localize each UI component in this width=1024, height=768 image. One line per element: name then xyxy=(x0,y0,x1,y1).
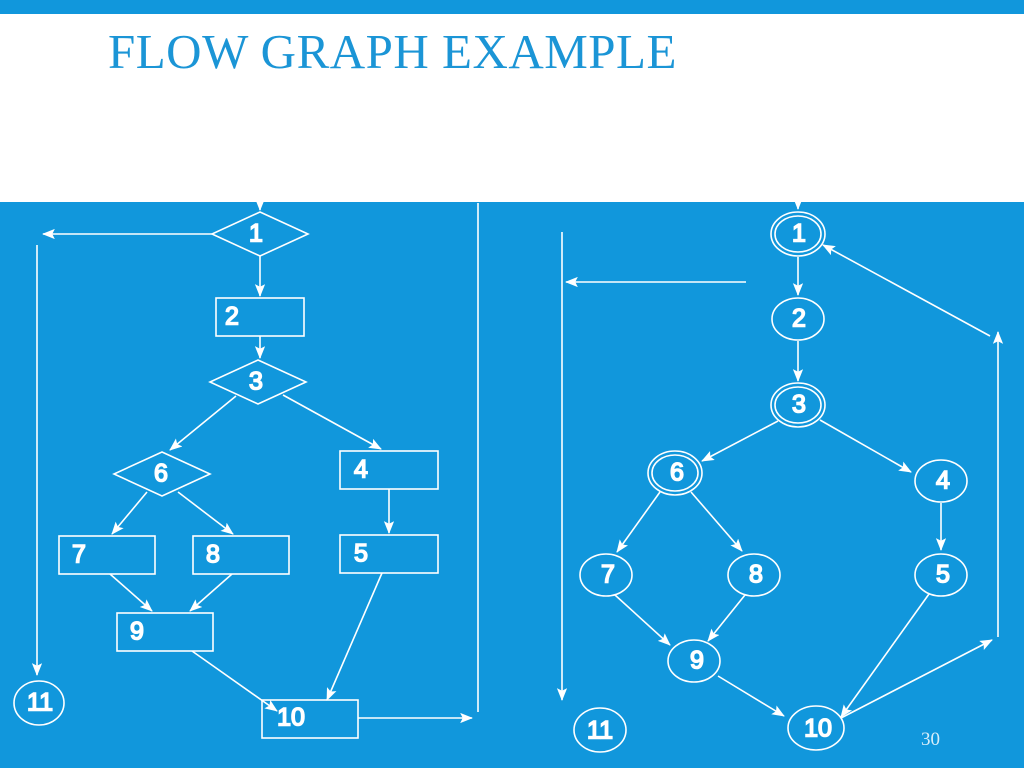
g-node-8[interactable]: 8 xyxy=(727,553,781,597)
g-edge-8-9 xyxy=(707,594,746,642)
page-number: 30 xyxy=(921,729,940,750)
g-edge-3-6 xyxy=(701,420,779,462)
g-edge-riser-to-1 xyxy=(822,244,991,337)
node-6[interactable]: 6 xyxy=(112,451,212,497)
edge-8-9 xyxy=(189,573,233,612)
node-4-label: 4 xyxy=(354,456,368,484)
page-title: FLOW GRAPH EXAMPLE xyxy=(108,24,677,79)
node-5-label: 5 xyxy=(354,540,368,568)
g-edge-6-7 xyxy=(616,491,661,553)
g-node-6-label: 6 xyxy=(670,459,684,487)
g-node-10-label: 10 xyxy=(804,715,832,743)
flowchart-edges xyxy=(31,160,473,724)
node-2[interactable]: 2 xyxy=(215,297,305,337)
g-node-3[interactable]: 3 xyxy=(770,382,826,428)
g-edge-5-10 xyxy=(840,593,930,718)
node-1[interactable]: 1 xyxy=(210,211,310,257)
g-node-8-label: 8 xyxy=(749,561,763,589)
node-9-label: 9 xyxy=(130,618,144,646)
edge-6-7 xyxy=(111,491,148,535)
g-node-3-label: 3 xyxy=(792,391,806,419)
edge-7-9 xyxy=(109,573,153,612)
edge-3-4 xyxy=(282,394,382,450)
g-node-4[interactable]: 4 xyxy=(914,459,968,503)
node-6-label: 6 xyxy=(154,460,168,488)
flowchart-nodes: 1 2 3 4 5 xyxy=(13,211,439,739)
g-node-2[interactable]: 2 xyxy=(771,297,825,341)
flow-graph-diagram: 1 2 3 4 xyxy=(556,195,1004,753)
g-node-11-label: 11 xyxy=(587,717,613,745)
g-node-11[interactable]: 11 xyxy=(573,707,627,753)
g-node-10[interactable]: 10 xyxy=(787,705,845,751)
flowgraph-edges xyxy=(556,195,1004,719)
edge-6-8 xyxy=(177,491,234,535)
node-11[interactable]: 11 xyxy=(13,680,65,726)
node-3[interactable]: 3 xyxy=(208,359,308,405)
node-8[interactable]: 8 xyxy=(192,535,290,575)
node-2-label: 2 xyxy=(225,303,239,331)
flowgraph-nodes: 1 2 3 4 xyxy=(573,211,968,753)
node-1-label: 1 xyxy=(249,220,263,248)
g-edge-7-9 xyxy=(614,594,671,646)
g-node-5[interactable]: 5 xyxy=(914,553,968,597)
edge-9-10 xyxy=(191,650,278,712)
g-node-2-label: 2 xyxy=(792,305,806,333)
g-edge-3-4 xyxy=(819,419,912,473)
node-8-label: 8 xyxy=(206,541,220,569)
node-9[interactable]: 9 xyxy=(116,612,214,652)
g-node-1-label: 1 xyxy=(792,220,806,248)
title-header-band xyxy=(0,14,1024,202)
g-node-5-label: 5 xyxy=(936,561,950,589)
node-7-label: 7 xyxy=(72,541,86,569)
node-7[interactable]: 7 xyxy=(58,535,156,575)
edge-3-6 xyxy=(169,395,237,451)
g-edge-6-8 xyxy=(690,491,743,552)
top-accent-bar xyxy=(0,0,1024,14)
g-edge-9-10 xyxy=(717,675,785,717)
node-5[interactable]: 5 xyxy=(339,534,439,574)
edge-5-10 xyxy=(326,572,383,701)
g-node-7-label: 7 xyxy=(601,561,615,589)
node-3-label: 3 xyxy=(249,368,263,396)
g-node-1[interactable]: 1 xyxy=(770,211,826,257)
g-node-9[interactable]: 9 xyxy=(667,639,721,683)
node-10-label: 10 xyxy=(277,704,305,732)
g-node-4-label: 4 xyxy=(936,467,950,495)
node-10[interactable]: 10 xyxy=(261,699,359,739)
flowchart-diagram: 1 2 3 4 5 xyxy=(13,160,479,739)
g-node-7[interactable]: 7 xyxy=(579,553,633,597)
node-11-label: 11 xyxy=(27,689,53,717)
node-4[interactable]: 4 xyxy=(339,450,439,490)
g-edge-10-riser-in xyxy=(840,639,993,719)
g-node-9-label: 9 xyxy=(690,647,704,675)
g-node-6[interactable]: 6 xyxy=(647,450,703,496)
